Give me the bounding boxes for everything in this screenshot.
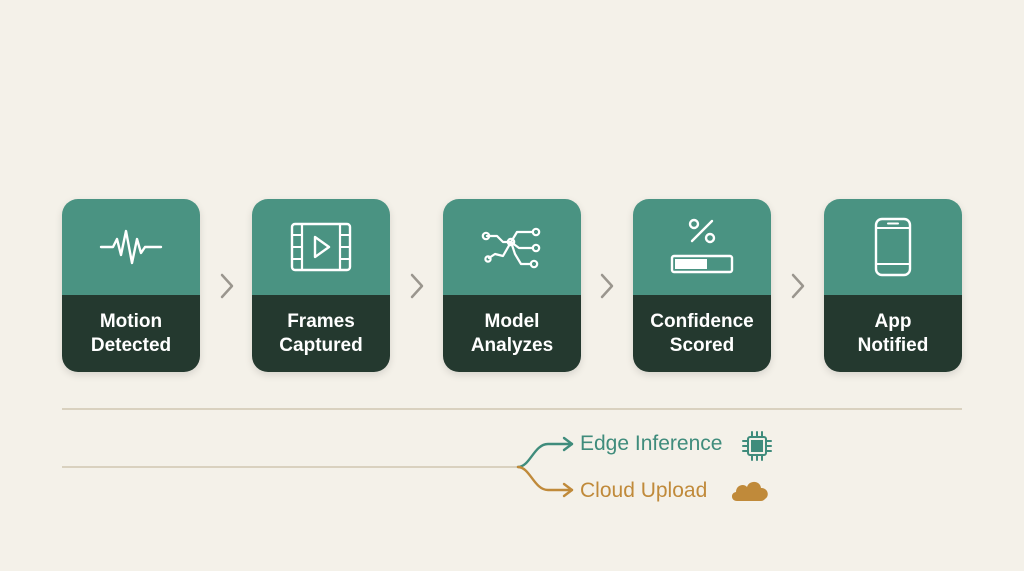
- step-confidence-scored: Confidence Scored: [633, 199, 771, 372]
- step-motion-detected: Motion Detected: [62, 199, 200, 372]
- step-label-line2: Captured: [279, 334, 363, 356]
- chip-icon: [742, 431, 772, 461]
- cloud-upload-label: Cloud Upload: [580, 479, 708, 502]
- step-label-line2: Scored: [669, 334, 735, 356]
- step-icon-area: [62, 199, 200, 295]
- step-icon-area: [633, 199, 771, 295]
- edge-inference-label: Edge Inference: [580, 432, 723, 455]
- step-icon-area: [252, 199, 390, 295]
- step-label-line2: Analyzes: [470, 334, 554, 356]
- branch-connector: [516, 436, 574, 498]
- chevron-right-icon: [220, 273, 234, 299]
- step-label: App Notified: [824, 295, 962, 372]
- step-model-analyzes: Model Analyzes: [443, 199, 581, 372]
- chevron-right-icon: [410, 273, 424, 299]
- step-label-line2: Detected: [90, 334, 172, 356]
- step-label: Model Analyzes: [443, 295, 581, 372]
- step-label-line1: Frames: [287, 310, 355, 332]
- arrow-head-edge-icon: [562, 436, 574, 452]
- step-label: Frames Captured: [252, 295, 390, 372]
- cloud-icon: [731, 481, 768, 501]
- step-label: Confidence Scored: [633, 295, 771, 372]
- divider-line: [62, 408, 962, 410]
- step-app-notified: App Notified: [824, 199, 962, 372]
- arrow-head-cloud-icon: [562, 482, 574, 498]
- pipeline-line: [62, 466, 520, 468]
- smartphone-icon: [874, 217, 912, 277]
- step-icon-area: [824, 199, 962, 295]
- step-label-line1: Motion: [99, 310, 163, 332]
- chevron-right-icon: [791, 273, 805, 299]
- step-label-line2: Notified: [857, 334, 929, 356]
- film-play-icon: [290, 222, 352, 272]
- step-label-line1: Confidence: [650, 310, 754, 332]
- step-frames-captured: Frames Captured: [252, 199, 390, 372]
- step-label-line1: Model: [484, 310, 540, 332]
- percent-gauge-icon: [670, 218, 734, 274]
- chevron-right-icon: [600, 273, 614, 299]
- step-icon-area: [443, 199, 581, 295]
- step-label: Motion Detected: [62, 295, 200, 372]
- neural-network-icon: [481, 227, 541, 269]
- step-label-line1: App: [874, 310, 912, 332]
- waveform-icon: [99, 229, 163, 265]
